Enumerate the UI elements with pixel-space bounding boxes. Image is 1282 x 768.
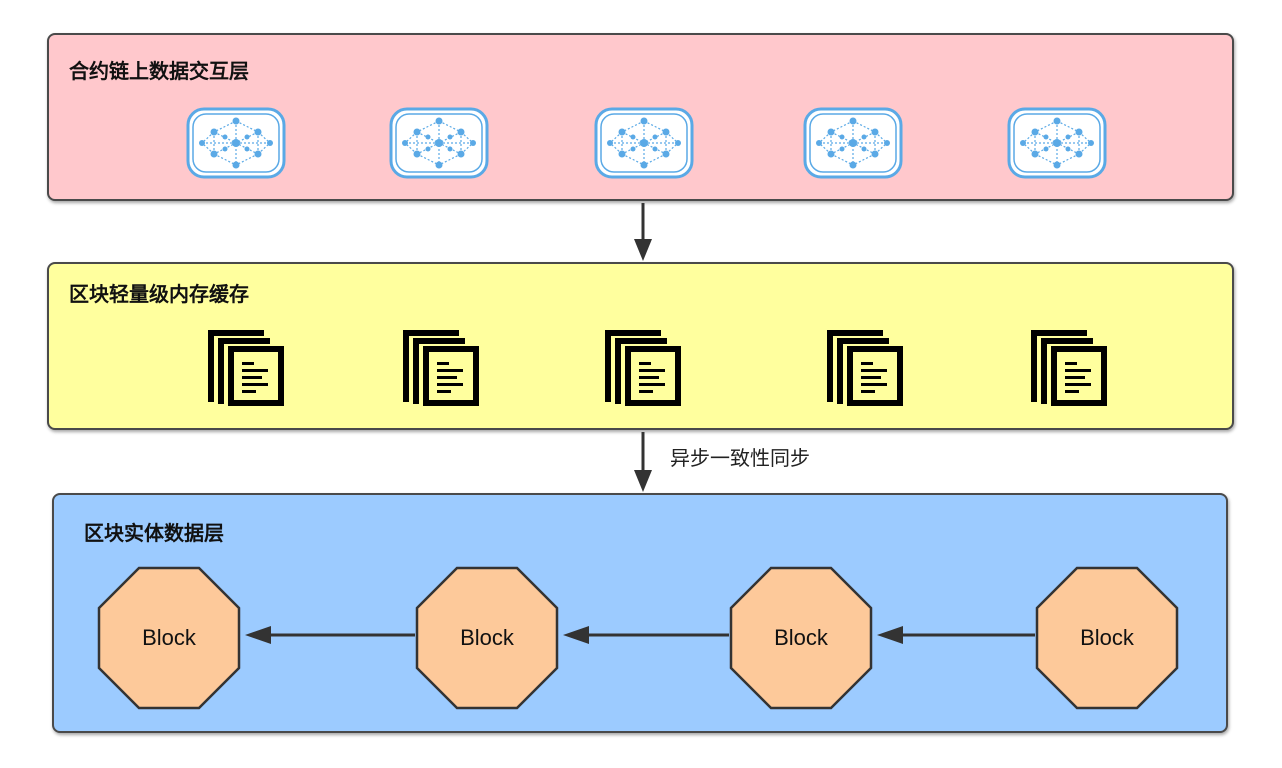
block-entity-layer: 区块实体数据层 Block Block Block Block [52,493,1228,733]
block-node: Block [729,566,873,710]
down-arrow [634,203,652,261]
network-node-icon [389,107,489,179]
left-arrow [877,626,1035,644]
network-node-icon [803,107,903,179]
block-node-label: Block [774,625,828,650]
block-node-label: Block [1080,625,1134,650]
cache-layer-title: 区块轻量级内存缓存 [69,282,249,306]
down-arrow [634,432,652,492]
block-node: Block [415,566,559,710]
left-arrow [563,626,729,644]
block-cache-layer: 区块轻量级内存缓存 [47,262,1234,430]
contract-interaction-layer: 合约链上数据交互层 [47,33,1234,201]
block-node-label: Block [460,625,514,650]
block-node-label: Block [142,625,196,650]
document-copy-icon [1031,330,1107,406]
document-copy-icon [403,330,479,406]
document-copy-icon [208,330,284,406]
block-layer-title: 区块实体数据层 [84,521,224,545]
async-sync-label: 异步一致性同步 [670,446,810,470]
contract-layer-title: 合约链上数据交互层 [69,59,249,83]
network-node-icon [186,107,286,179]
block-node: Block [97,566,241,710]
document-copy-icon [827,330,903,406]
block-node: Block [1035,566,1179,710]
network-node-icon [1007,107,1107,179]
left-arrow [245,626,415,644]
document-copy-icon [605,330,681,406]
network-node-icon [594,107,694,179]
